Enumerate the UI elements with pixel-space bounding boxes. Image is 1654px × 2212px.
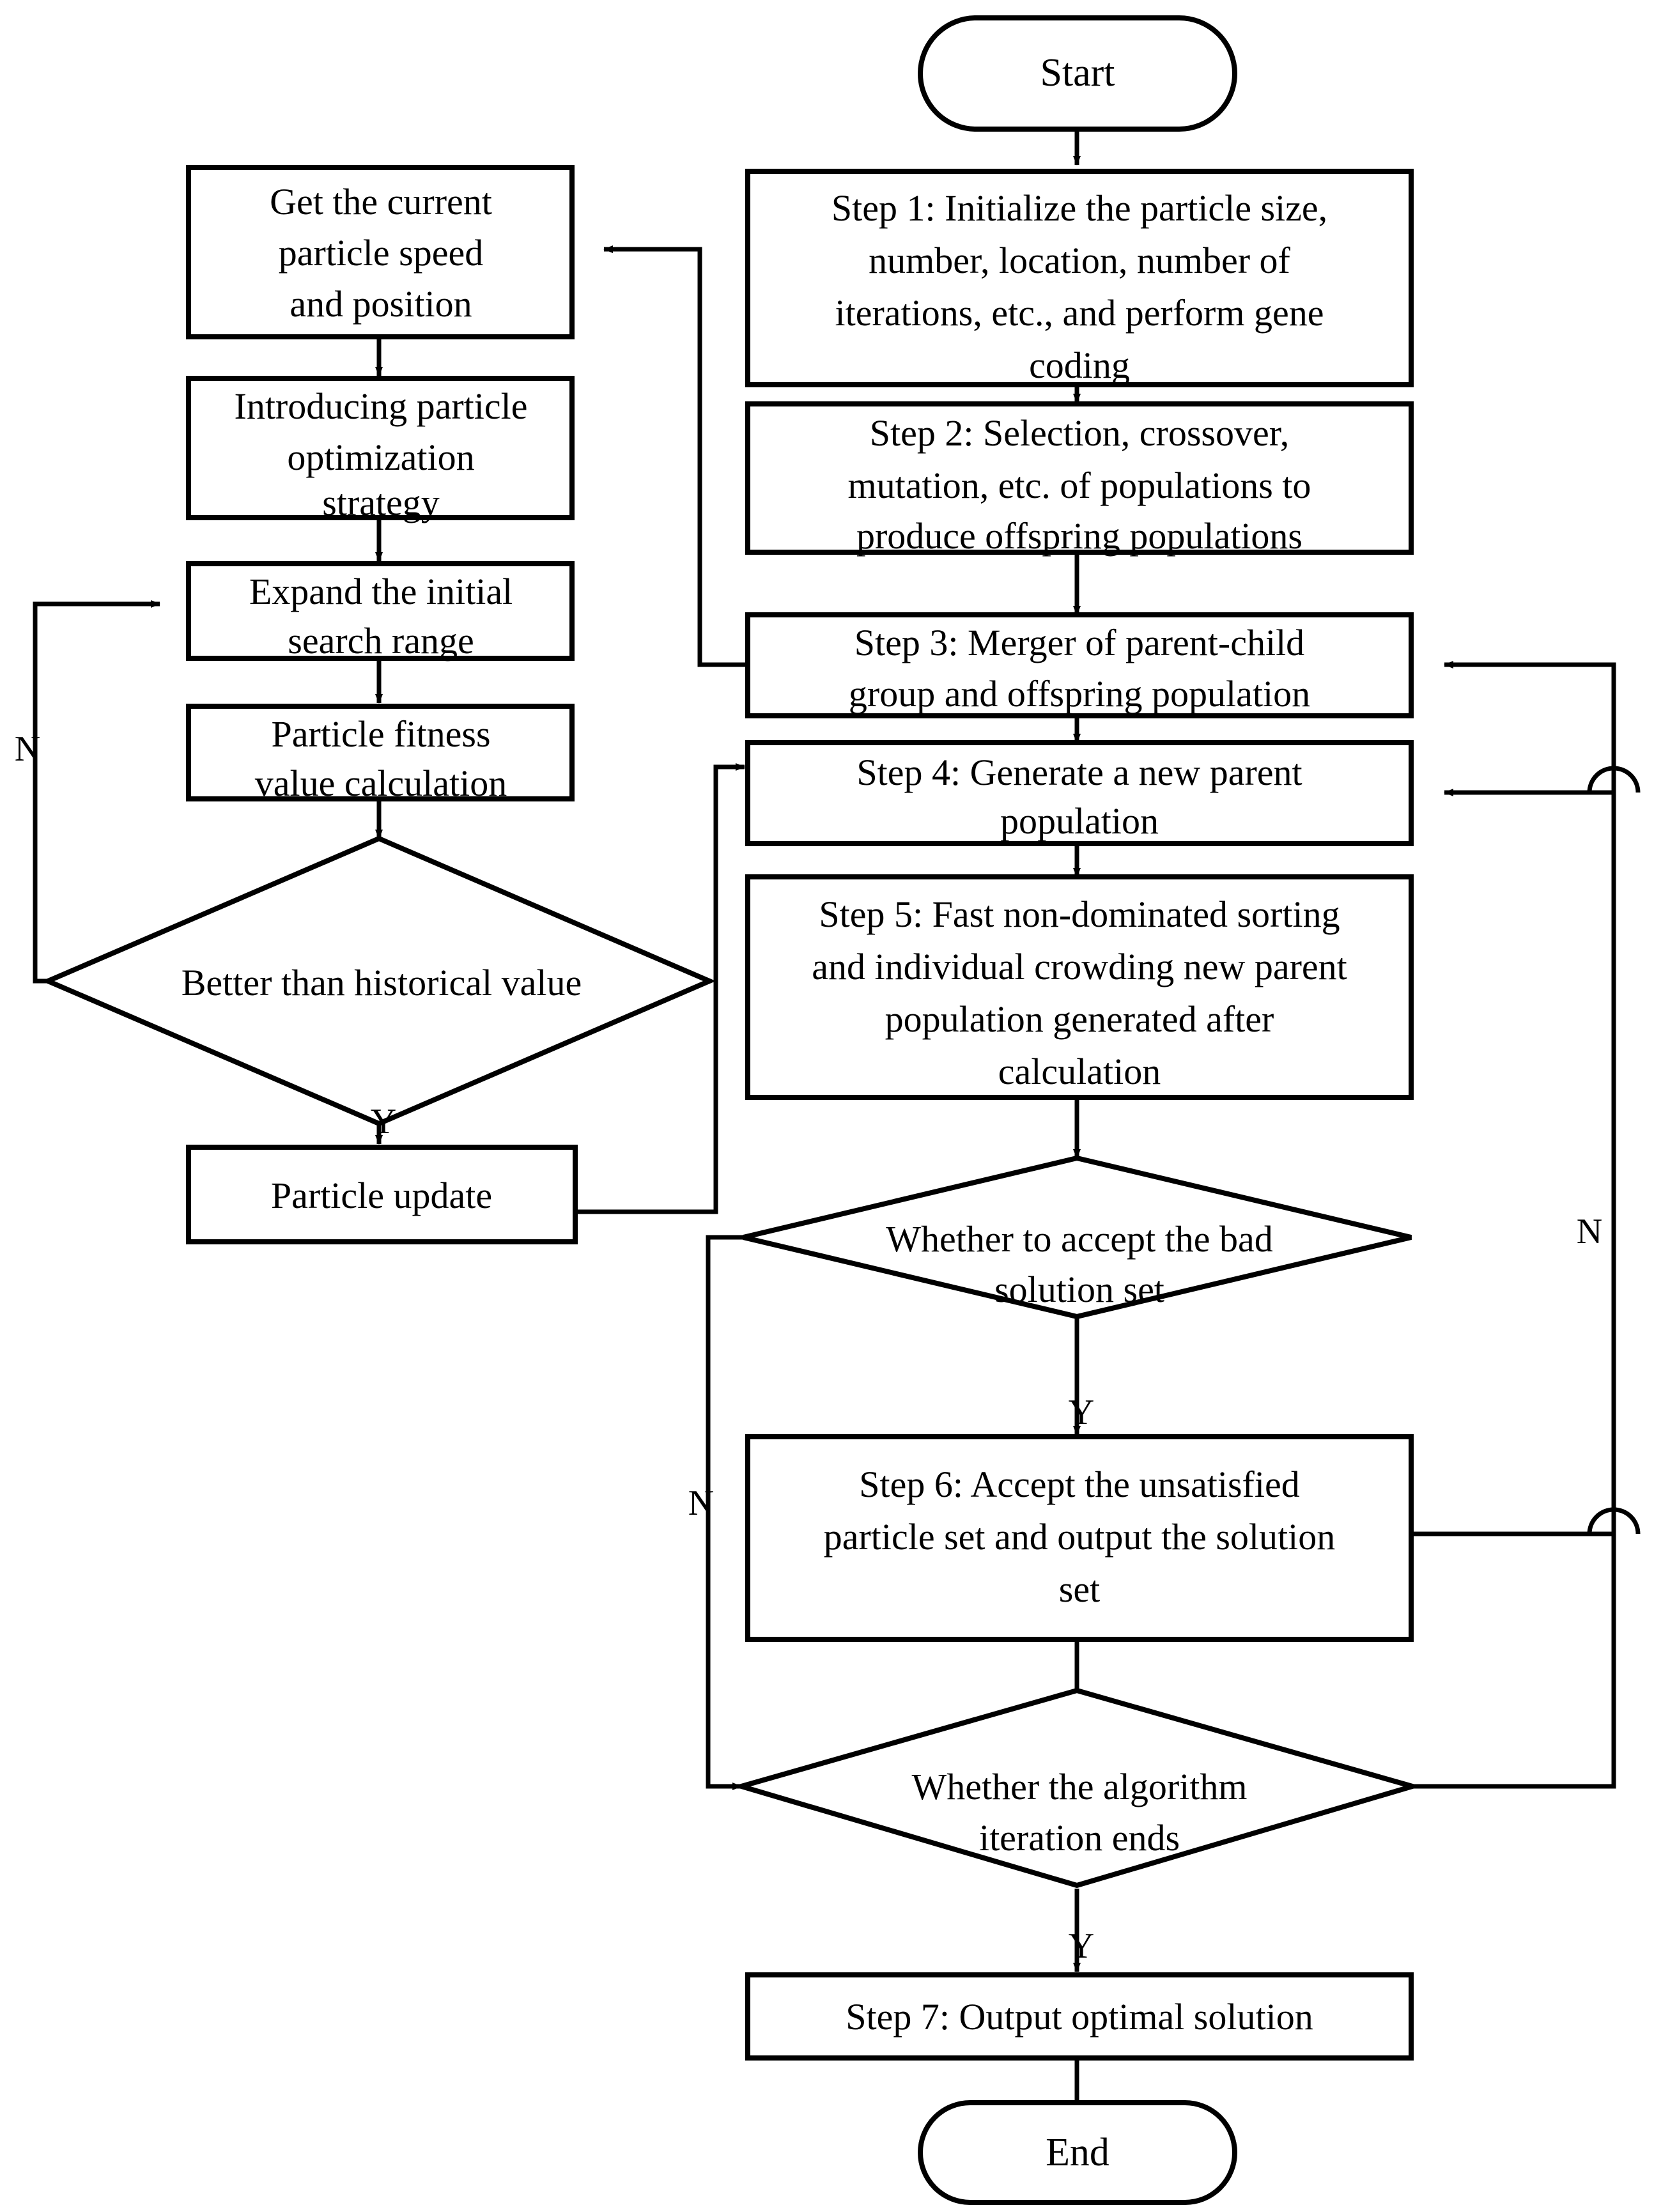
node-step6-line-3: set — [1059, 1568, 1100, 1610]
edge-label-better-yes: Y — [371, 1102, 396, 1141]
node-step1-line-2: number, location, number of — [869, 240, 1290, 281]
edge-decision-iter-no-to-step3 — [1412, 661, 1616, 1789]
node-fitness-line-1: Particle fitness — [271, 713, 490, 755]
node-step6[interactable]: Step 6: Accept the unsatisfied particle … — [745, 1434, 1414, 1642]
node-particle-update[interactable]: Particle update — [186, 1145, 578, 1244]
edge-label-better-no: N — [15, 729, 40, 769]
node-introduce[interactable]: Introducing particle optimization strate… — [186, 376, 575, 523]
node-introduce-line-3: strategy — [322, 482, 440, 523]
node-step2[interactable]: Step 2: Selection, crossover, mutation, … — [745, 401, 1414, 557]
node-step1[interactable]: Step 1: Initialize the particle size, nu… — [745, 169, 1414, 387]
line-hop-layer — [1587, 766, 1641, 1535]
node-decision-better[interactable]: Better than historical value — [41, 835, 716, 1127]
edge-particle-update-to-step4 — [575, 763, 745, 1214]
node-get-speed-line-3: and position — [290, 283, 472, 325]
node-expand-line-2: search range — [288, 620, 474, 661]
node-step5-line-2: and individual crowding new parent — [812, 946, 1347, 987]
edge-label-bad-no: N — [688, 1483, 714, 1523]
node-step5[interactable]: Step 5: Fast non-dominated sorting and i… — [745, 874, 1414, 1100]
node-step6-line-1: Step 6: Accept the unsatisfied — [859, 1464, 1299, 1505]
edge-label-bad-yes: Y — [1069, 1393, 1094, 1432]
node-end-label: End — [1046, 2131, 1109, 2174]
node-step2-line-2: mutation, etc. of populations to — [848, 465, 1311, 506]
node-step1-line-4: coding — [1029, 344, 1130, 386]
node-step2-line-3: produce offspring populations — [856, 515, 1302, 557]
node-step4-line-1: Step 4: Generate a new parent — [856, 752, 1302, 793]
line-hop-icon-lower — [1587, 1507, 1641, 1535]
node-step5-line-4: calculation — [998, 1051, 1161, 1092]
node-step4[interactable]: Step 4: Generate a new parent population — [745, 740, 1414, 846]
edge-layer — [33, 128, 1616, 2103]
node-decision-bad-line-1: Whether to accept the bad — [886, 1218, 1272, 1260]
node-step3[interactable]: Step 3: Merger of parent-child group and… — [745, 612, 1414, 718]
node-fitness-line-2: value calculation — [255, 762, 507, 804]
node-step5-line-3: population generated after — [885, 998, 1274, 1040]
node-introduce-line-2: optimization — [287, 437, 474, 478]
node-start-label: Start — [1040, 51, 1115, 95]
node-decision-iter-line-2: iteration ends — [979, 1817, 1180, 1859]
node-decision-better-line-1: Better than historical value — [182, 962, 582, 1003]
node-introduce-line-1: Introducing particle — [235, 385, 528, 427]
node-step7-line-1: Step 7: Output optimal solution — [846, 1996, 1313, 2038]
edge-label-iter-no: N — [1577, 1212, 1602, 1251]
node-decision-bad-line-2: solution set — [994, 1269, 1164, 1310]
node-decision-iter[interactable]: Whether the algorithm iteration ends — [732, 1687, 1422, 1889]
node-step7[interactable]: Step 7: Output optimal solution — [745, 1972, 1414, 2061]
node-step1-line-1: Step 1: Initialize the particle size, — [831, 187, 1327, 229]
node-end[interactable]: End — [918, 2100, 1237, 2205]
node-expand[interactable]: Expand the initial search range — [186, 561, 575, 661]
node-step3-line-1: Step 3: Merger of parent-child — [854, 622, 1304, 663]
node-decision-bad[interactable]: Whether to accept the bad solution set — [743, 1155, 1412, 1320]
node-get-speed[interactable]: Get the current particle speed and posit… — [186, 165, 575, 339]
node-step2-line-1: Step 2: Selection, crossover, — [870, 412, 1290, 454]
node-get-speed-line-1: Get the current — [270, 181, 492, 222]
node-step4-line-2: population — [1000, 800, 1159, 842]
node-start[interactable]: Start — [918, 15, 1237, 132]
node-step1-line-3: iterations, etc., and perform gene — [835, 292, 1324, 334]
node-step5-line-1: Step 5: Fast non-dominated sorting — [819, 893, 1340, 935]
edge-label-iter-yes: Y — [1069, 1926, 1094, 1966]
node-decision-iter-line-1: Whether the algorithm — [911, 1766, 1247, 1807]
node-expand-line-1: Expand the initial — [249, 571, 513, 612]
node-get-speed-line-2: particle speed — [279, 232, 483, 274]
line-hop-icon-upper — [1587, 766, 1641, 793]
node-step3-line-2: group and offspring population — [849, 673, 1310, 715]
node-step6-line-2: particle set and output the solution — [824, 1516, 1336, 1558]
node-particle-update-line-1: Particle update — [271, 1175, 492, 1216]
edge-step3-to-get-speed — [603, 245, 748, 667]
node-fitness[interactable]: Particle fitness value calculation — [186, 704, 575, 804]
